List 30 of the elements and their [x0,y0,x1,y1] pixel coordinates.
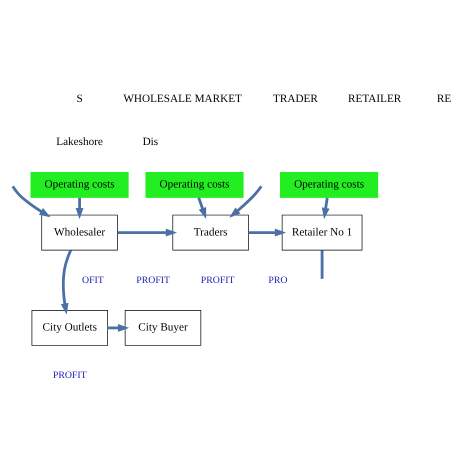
node-box: Operating costs [280,171,378,198]
arrow [322,197,330,219]
arrow [12,185,51,217]
label: Dis [142,135,158,148]
label: TRADER [273,92,318,105]
arrow [76,197,84,219]
node-box: Traders [172,214,249,250]
arrow [248,228,286,236]
label: PROFIT [136,274,170,286]
label: OFIT [82,274,104,286]
node-box: City Buyer [124,310,202,346]
label: Lakeshore [56,135,103,148]
arrow [197,196,206,218]
label: S [76,92,83,105]
node-box: Operating costs [30,171,129,198]
arrow [60,249,72,314]
arrow [108,323,130,332]
label: WHOLESALE MARKET [123,92,242,105]
arrow [229,184,262,218]
arrow [117,228,178,236]
label: RETAILER [348,92,402,105]
label: PRO [268,274,288,286]
connector [320,250,324,278]
label: PROFIT [200,274,235,286]
node-box: Operating costs [145,171,244,198]
node-box: Wholesaler [41,214,118,250]
node-box: City Outlets [32,310,108,346]
node-box: Retailer No 1 [282,214,362,250]
label: RE [436,92,452,105]
label: PROFIT [52,370,87,381]
